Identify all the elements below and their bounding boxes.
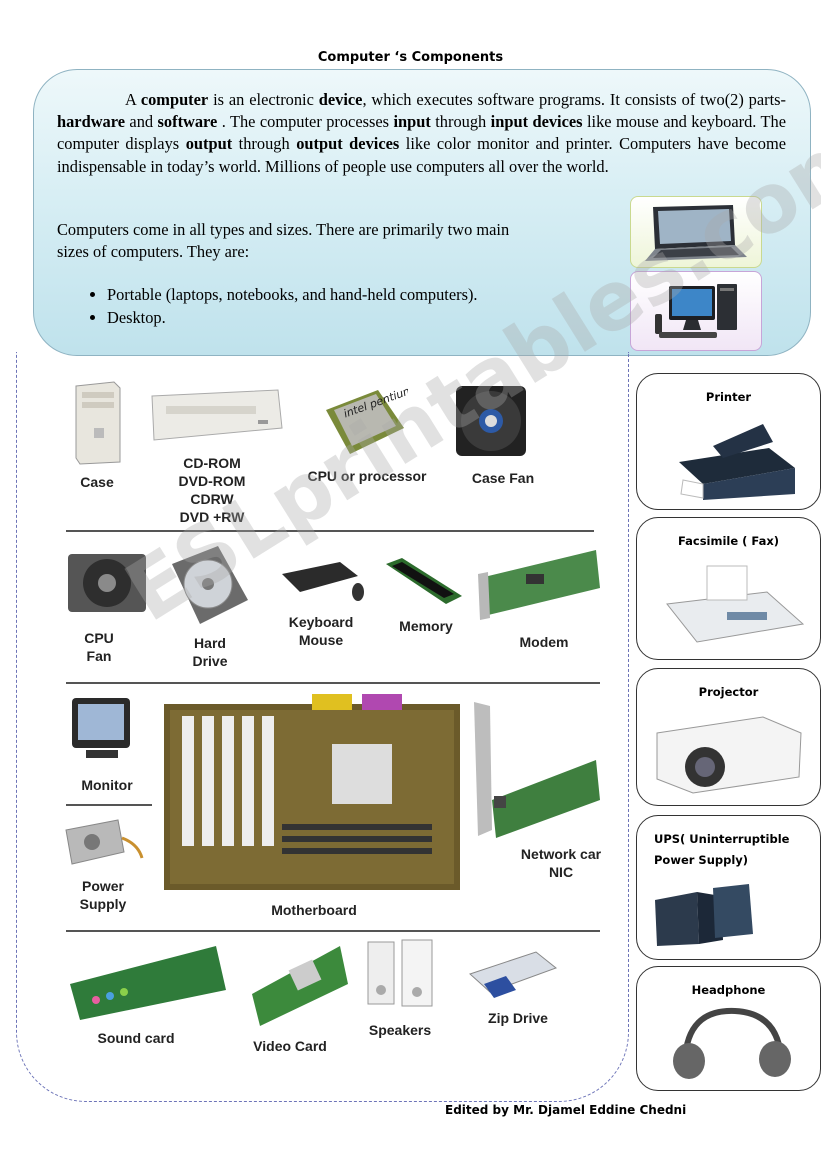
divider bbox=[66, 682, 600, 684]
sizes-list: Portable (laptops, notebooks, and hand-h… bbox=[78, 283, 478, 329]
fax-image bbox=[666, 565, 805, 643]
hard-drive-image bbox=[172, 546, 248, 624]
memory-label: Memory bbox=[399, 618, 453, 634]
cdrom-image bbox=[151, 389, 283, 441]
sidebar-item-label: Printer bbox=[705, 390, 752, 404]
power-supply-label: Power Supply bbox=[79, 878, 127, 912]
sidebar-item-projector: Projector bbox=[636, 668, 821, 806]
list-item: Desktop. bbox=[107, 306, 478, 329]
cpu-fan-image bbox=[68, 554, 146, 612]
divider bbox=[66, 530, 594, 532]
footer-credit: Edited by Mr. Djamel Eddine Chedni bbox=[445, 1103, 687, 1117]
laptop-image bbox=[630, 196, 762, 268]
monitor-label: Monitor bbox=[81, 777, 133, 793]
motherboard-label: Motherboard bbox=[271, 902, 357, 918]
cdrom-label: CD-ROM DVD-ROM CDRW DVD +RW bbox=[178, 455, 246, 525]
memory-image bbox=[386, 558, 462, 604]
sidebar-item-label: UPS( Uninterruptible Power Supply) bbox=[654, 832, 790, 867]
keyboard-mouse-label: Keyboard Mouse bbox=[288, 614, 354, 648]
sidebar-item-printer: Printer bbox=[636, 373, 821, 510]
sidebar-item-label: Headphone bbox=[691, 983, 766, 997]
modem-label: Modem bbox=[519, 634, 569, 650]
case-fan-label: Case Fan bbox=[471, 470, 535, 486]
divider bbox=[66, 930, 600, 932]
power-supply-image bbox=[65, 819, 144, 865]
cpu-label: CPU or processor bbox=[307, 468, 427, 484]
video-card-image bbox=[252, 946, 348, 1026]
network-card-image bbox=[474, 702, 600, 838]
intro-paragraph: A computer is an electronic device, whic… bbox=[57, 90, 787, 176]
zip-drive-label: Zip Drive bbox=[488, 1010, 548, 1026]
case-image bbox=[75, 381, 121, 465]
speakers-label: Speakers bbox=[368, 1022, 432, 1038]
sidebar-item-fax: Facsimile ( Fax) bbox=[636, 517, 821, 660]
printer-image bbox=[679, 424, 795, 500]
headphone-image bbox=[673, 1007, 791, 1079]
zip-drive-image bbox=[469, 951, 558, 998]
motherboard-image bbox=[164, 694, 460, 890]
ups-image bbox=[655, 884, 753, 946]
sidebar-item-label: Projector bbox=[698, 685, 759, 699]
page-title: Computer ‘s Components bbox=[317, 50, 504, 65]
desktop-image bbox=[630, 271, 762, 351]
sound-card-image bbox=[70, 946, 226, 1020]
video-card-label: Video Card bbox=[253, 1038, 327, 1054]
divider bbox=[66, 804, 152, 806]
cpu-fan-label: CPU Fan bbox=[84, 630, 114, 664]
network-card-label: Network car NIC bbox=[520, 846, 602, 880]
sound-card-label: Sound card bbox=[97, 1030, 175, 1046]
list-item: Portable (laptops, notebooks, and hand-h… bbox=[107, 283, 478, 306]
sidebar-item-ups: UPS( Uninterruptible Power Supply) bbox=[636, 815, 821, 960]
keyboard-mouse-image bbox=[282, 562, 364, 601]
hard-drive-label: Hard Drive bbox=[192, 635, 228, 669]
sidebar-item-label: Facsimile ( Fax) bbox=[677, 534, 780, 548]
components-panel bbox=[16, 352, 629, 1102]
case-fan-image bbox=[456, 386, 526, 456]
projector-image bbox=[656, 716, 802, 794]
cpu-image: intel pentium 4 bbox=[326, 388, 408, 454]
case-label: Case bbox=[80, 474, 114, 490]
sidebar-item-headphone: Headphone bbox=[636, 966, 821, 1091]
speakers-image bbox=[367, 939, 433, 1007]
monitor-image bbox=[72, 698, 130, 758]
sizes-paragraph: Computers come in all types and sizes. T… bbox=[57, 220, 510, 262]
modem-image bbox=[478, 550, 600, 620]
